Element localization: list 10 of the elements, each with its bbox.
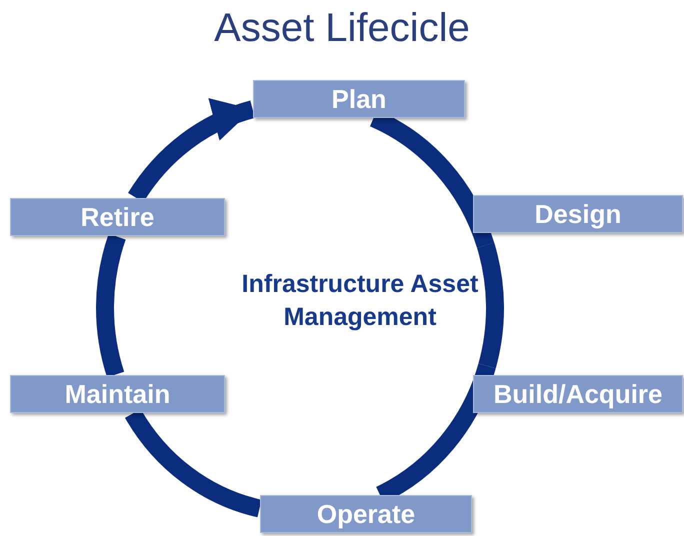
stage-box: Design	[473, 195, 683, 233]
stage-box: Build/Acquire	[473, 375, 683, 413]
center-label: Infrastructure Asset Management	[240, 269, 480, 332]
stage-box: Operate	[260, 495, 472, 533]
title: Asset Lifecicle	[213, 6, 471, 51]
stage-box: Retire	[10, 198, 225, 236]
stage-box: Plan	[253, 80, 465, 118]
connector-arc	[476, 243, 504, 368]
connector-arc	[96, 234, 126, 377]
stage-box: Maintain	[10, 375, 225, 413]
